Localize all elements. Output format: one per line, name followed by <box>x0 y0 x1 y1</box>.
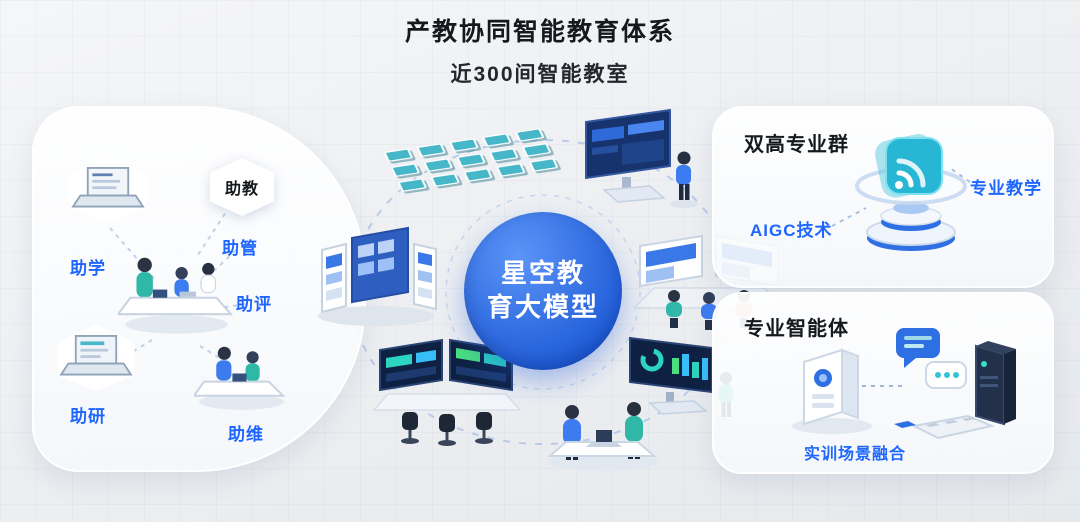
desk-cell <box>495 162 526 177</box>
server-racks-illustration <box>312 220 442 328</box>
assist-functions-panel: 助学 助教 助管 助评 <box>32 106 366 472</box>
page-subtitle: 近300间智能教室 <box>450 63 630 86</box>
desk-cell <box>430 173 461 187</box>
desk-cell <box>383 148 414 163</box>
label-zhuyan: 助研 <box>70 407 106 426</box>
hologram-device-illustration <box>836 112 986 262</box>
desk-cell <box>481 133 512 147</box>
label-aigc: AIGC技术 <box>750 221 833 240</box>
desk-cell <box>449 138 479 152</box>
page-title: 产教协同智能教育体系 <box>404 18 675 46</box>
desk-cell <box>456 153 486 167</box>
label-zhuxue: 助学 <box>70 259 106 278</box>
label-fusion: 实训场景融合 <box>803 446 906 463</box>
desk-grid <box>383 128 559 192</box>
laptop-icon <box>50 322 142 394</box>
desk-cell <box>463 168 493 182</box>
agent-title: 专业智能体 <box>744 318 849 340</box>
agent-panel: 专业智能体 <box>712 292 1054 474</box>
students-desk-illustration <box>194 334 290 412</box>
desk-cell <box>528 157 559 172</box>
desk-cell <box>488 148 519 162</box>
label-zhuguan: 助管 <box>222 239 258 258</box>
desk-cell <box>521 142 552 157</box>
desk-cell <box>416 143 447 158</box>
classroom-illustration <box>380 124 570 224</box>
dual-high-panel: 双高专业群 AIGC技 <box>712 106 1054 288</box>
label-zhujiao: 助教 <box>210 158 274 216</box>
desk-cell <box>390 163 421 178</box>
model-name-line1: 星空教 <box>500 258 585 289</box>
teacher-students-illustration <box>118 238 236 336</box>
model-name-line2: 育大模型 <box>486 292 599 322</box>
desk-cell <box>514 128 545 142</box>
agent-hardware-illustration <box>776 320 1026 455</box>
desk-cell <box>423 158 454 172</box>
laptop-icon <box>62 154 154 226</box>
model-circle: 星空教 育大模型 <box>464 212 622 370</box>
label-zhuping: 助评 <box>236 295 272 314</box>
dashboard-screen-illustration <box>578 106 703 218</box>
hexagon-badge-zhujiao: 助教 <box>210 158 274 216</box>
desk-cell <box>397 178 428 192</box>
label-zhuwei: 助维 <box>228 425 264 444</box>
label-teaching: 专业教学 <box>970 179 1042 198</box>
dual-high-title: 双高专业群 <box>744 134 849 156</box>
meeting-table-illustration <box>538 386 668 474</box>
dual-high-connectors <box>831 167 971 227</box>
